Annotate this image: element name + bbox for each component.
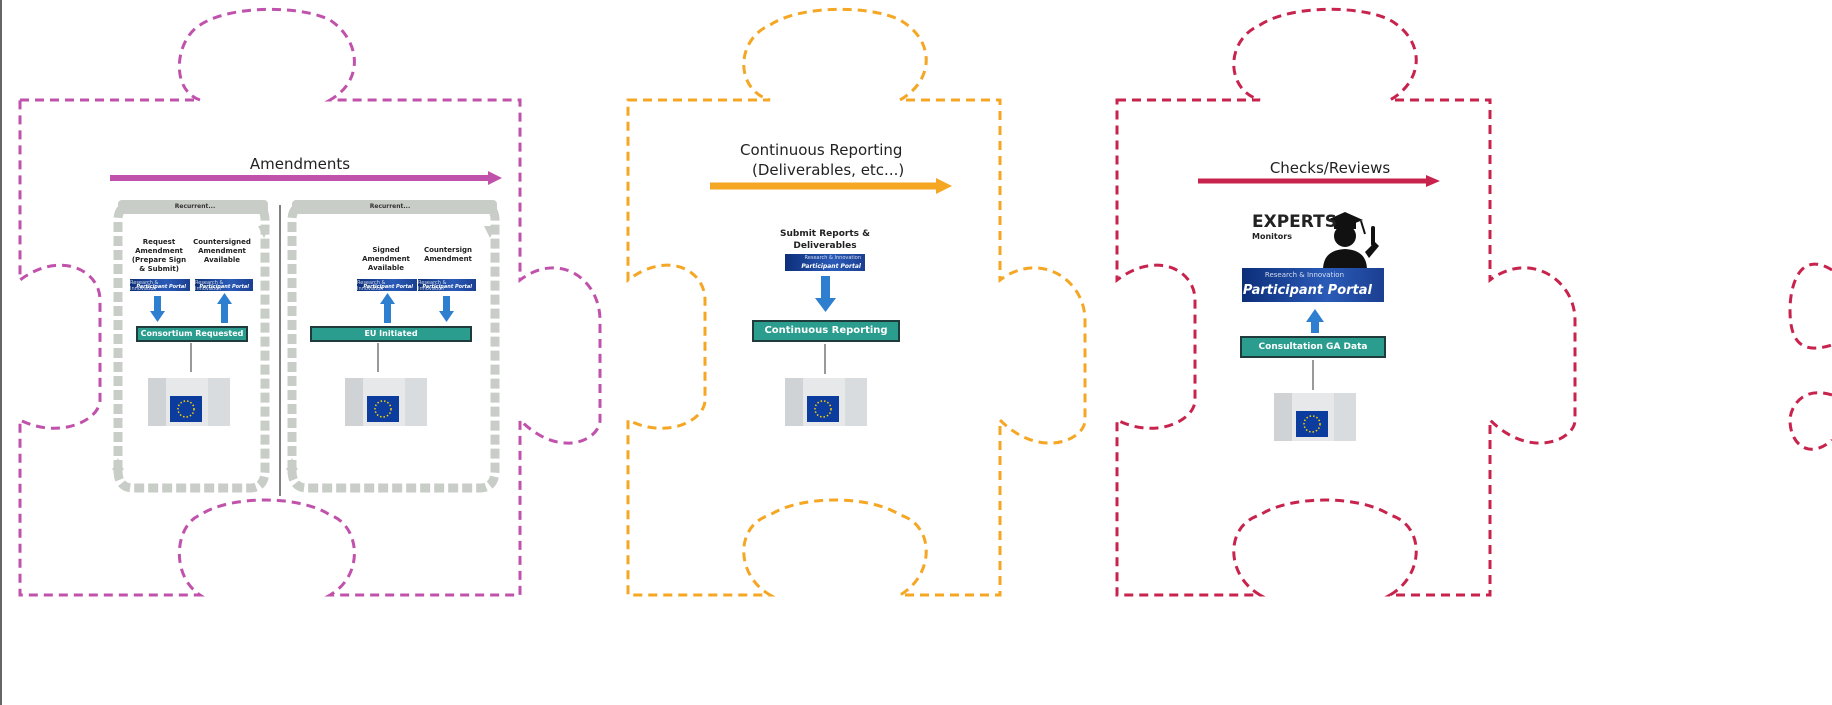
blue-arrow-icon bbox=[1306, 309, 1324, 333]
blue-arrow-icon bbox=[815, 276, 836, 312]
blue-arrow-icon bbox=[150, 296, 165, 322]
signed-available-label: Signed Amendment Available bbox=[362, 246, 410, 272]
puzzle-piece-checks bbox=[1115, 7, 1577, 597]
eu-flag-icon bbox=[785, 378, 867, 426]
request-amendment-label: Request Amendment (Prepare Sign & Submit… bbox=[131, 238, 187, 273]
eu-flag-icon bbox=[148, 378, 230, 426]
consortium-requested-status: Consortium Requested bbox=[136, 326, 248, 342]
consultation-ga-data-status: Consultation GA Data bbox=[1240, 336, 1386, 358]
reporting-title-line2: (Deliverables, etc...) bbox=[752, 161, 905, 179]
blue-arrow-icon bbox=[380, 293, 395, 323]
blue-arrow-icon bbox=[439, 296, 454, 322]
eu-initiated-status: EU Initiated bbox=[310, 326, 472, 342]
right-cycle-header: Recurrent... bbox=[369, 203, 411, 210]
eu-flag-icon bbox=[345, 378, 427, 426]
reporting-arrow bbox=[710, 178, 952, 194]
submit-reports-label: Submit Reports & Deliverables bbox=[780, 229, 870, 251]
reporting-title-line1: Continuous Reporting bbox=[740, 141, 903, 159]
continuous-reporting-status: Continuous Reporting bbox=[752, 320, 900, 342]
experts-label: EXPERTS bbox=[1252, 212, 1337, 232]
monitors-label: Monitors bbox=[1252, 232, 1292, 241]
left-cycle-header: Recurrent... bbox=[174, 203, 216, 210]
right-cycle-loop bbox=[286, 200, 500, 493]
expert-graduate-icon bbox=[1323, 212, 1379, 270]
countersigned-available-label: Countersigned Amendment Available bbox=[193, 238, 251, 264]
blue-arrow-icon bbox=[217, 293, 232, 323]
countersign-amendment-label: Countersign Amendment bbox=[423, 246, 473, 263]
puzzle-piece-partial bbox=[1788, 262, 1832, 451]
puzzle-piece-amendments bbox=[18, 7, 602, 597]
puzzle-piece-reporting bbox=[626, 7, 1087, 597]
amendments-arrow bbox=[110, 171, 502, 185]
eu-flag-icon bbox=[1274, 393, 1356, 441]
amendments-title: Amendments bbox=[249, 155, 351, 173]
checks-arrow bbox=[1198, 175, 1440, 187]
left-cycle-loop bbox=[112, 200, 270, 493]
checks-title: Checks/Reviews bbox=[1269, 159, 1391, 177]
